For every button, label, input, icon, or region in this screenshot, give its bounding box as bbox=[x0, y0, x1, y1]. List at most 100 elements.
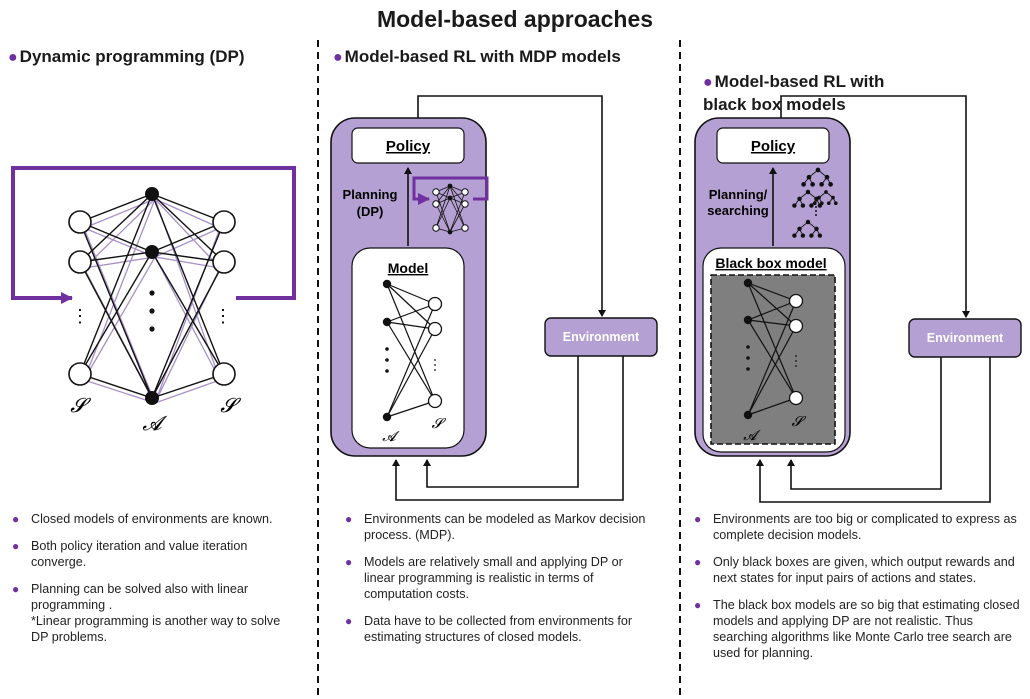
model-action-node bbox=[743, 278, 753, 288]
list-item: ●Closed models of environments are known… bbox=[12, 511, 297, 527]
ellipsis-dot bbox=[149, 326, 155, 332]
ellipsis-dot bbox=[795, 365, 797, 367]
dp-edge bbox=[79, 251, 153, 263]
bullet-dot-icon: ● bbox=[694, 555, 702, 569]
tree-node bbox=[819, 182, 824, 187]
dp-edge bbox=[79, 373, 153, 399]
tree-node bbox=[833, 201, 838, 206]
ellipsis-dot bbox=[746, 367, 750, 371]
model-edge bbox=[747, 397, 797, 416]
list-item: ● Only black boxes are given, which outpu… bbox=[694, 554, 1020, 586]
dp-edge-secondary bbox=[83, 379, 156, 404]
bullet-dot-icon: ● bbox=[345, 614, 353, 628]
dp-edge-secondary bbox=[154, 198, 221, 269]
tree-node bbox=[801, 182, 806, 187]
state-node bbox=[212, 362, 236, 386]
bb-model-label: Black box model bbox=[715, 255, 826, 271]
dp-feedback-loop bbox=[11, 166, 296, 304]
mdp-env-return-line-outer bbox=[392, 356, 624, 501]
model-action-node bbox=[743, 410, 753, 420]
state-node bbox=[212, 210, 236, 234]
mdp-planning-label-1: Planning bbox=[343, 187, 398, 202]
dp-edge-secondary bbox=[83, 227, 156, 258]
bb-planning-label-2: searching bbox=[707, 203, 768, 218]
ellipsis-dot bbox=[815, 206, 817, 208]
bb-env-return-line-inner bbox=[787, 357, 942, 490]
dp-edge bbox=[79, 251, 153, 375]
tree-node bbox=[815, 167, 821, 173]
model-edge bbox=[386, 328, 436, 418]
list-item: ● Data have to be collected from environm… bbox=[345, 613, 655, 645]
mdp-planning-label-2: (DP) bbox=[357, 204, 384, 219]
bullet-dot-icon: ● bbox=[345, 512, 353, 526]
bullet-dot-icon: ● bbox=[694, 598, 702, 612]
tree-node bbox=[817, 233, 823, 238]
column-heading-mdp: ●Model-based RL with MDP models bbox=[333, 46, 621, 69]
state-node bbox=[212, 250, 236, 274]
list-item: ●Models are relatively small and applyin… bbox=[345, 554, 655, 602]
dp-dots-left: ⋮ bbox=[71, 306, 89, 326]
list-item: ●The black box models are so big that es… bbox=[694, 597, 1020, 661]
mdp-env-return-line-inner bbox=[423, 356, 579, 488]
dp-edge bbox=[151, 221, 225, 399]
column-heading-blackbox-text: Model-based RL with black box models bbox=[703, 72, 885, 114]
mini-dp-node bbox=[432, 200, 440, 208]
tree-node bbox=[809, 203, 814, 208]
list-item: ●Planning can be solved also with linear… bbox=[12, 581, 297, 645]
bb-policy-box bbox=[716, 127, 830, 164]
bb-label-a: 𝓐 bbox=[743, 428, 761, 444]
dp-edge bbox=[151, 193, 225, 223]
dp-edge bbox=[151, 251, 225, 263]
tree-node bbox=[814, 226, 819, 232]
dp-bullet-list: ●Closed models of environments are known… bbox=[12, 511, 297, 656]
heading-bullet-icon: ● bbox=[703, 74, 713, 91]
mdp-model-label: Model bbox=[388, 260, 428, 276]
bullet-dot-icon: ● bbox=[12, 539, 20, 553]
model-action-node bbox=[382, 412, 392, 422]
dp-edge bbox=[151, 221, 225, 253]
column-heading-dp: ●Dynamic programming (DP) bbox=[8, 46, 244, 69]
bb-env-return-line-outer bbox=[756, 357, 991, 503]
dp-edge-secondary bbox=[154, 256, 221, 269]
ellipsis-dot bbox=[385, 369, 389, 373]
mini-dp-node bbox=[447, 183, 453, 189]
tree-node bbox=[797, 226, 802, 232]
dp-network-edges bbox=[79, 193, 225, 404]
tree-node bbox=[810, 182, 815, 187]
model-state-node bbox=[427, 296, 443, 312]
model-edge bbox=[747, 325, 797, 416]
bb-environment-box[interactable] bbox=[908, 318, 1022, 358]
dp-edge-secondary bbox=[83, 227, 156, 404]
model-edge bbox=[386, 283, 436, 402]
dp-network-nodes bbox=[68, 187, 236, 405]
bb-policy-label: Policy bbox=[751, 138, 796, 155]
bullet-text: Only black boxes are given, which output… bbox=[713, 555, 1015, 585]
dp-label-a: 𝓐 bbox=[142, 411, 168, 435]
model-action-node bbox=[382, 317, 392, 327]
action-node bbox=[145, 187, 159, 201]
model-edge bbox=[747, 282, 797, 302]
column-heading-dp-text: Dynamic programming (DP) bbox=[19, 47, 245, 66]
tree-node bbox=[805, 219, 811, 225]
bullet-text: Environments are too big or complicated … bbox=[713, 512, 1017, 542]
dp-edge bbox=[79, 193, 153, 223]
ellipsis-dot bbox=[149, 308, 155, 314]
tree-node bbox=[824, 190, 828, 194]
tree-node bbox=[792, 203, 797, 208]
dp-label-s-right: 𝓢 bbox=[220, 393, 241, 417]
model-state-node bbox=[788, 318, 804, 334]
bullet-text: Data have to be collected from environme… bbox=[364, 614, 633, 644]
mini-dp-node bbox=[447, 229, 453, 235]
tree-node bbox=[805, 189, 811, 195]
ellipsis-dot bbox=[434, 369, 436, 371]
model-edge bbox=[747, 300, 797, 321]
dp-network: ⋮ ⋮ 𝓢 𝓐 𝓢 bbox=[11, 166, 296, 435]
model-state-node bbox=[427, 393, 443, 409]
bullet-dot-icon: ● bbox=[12, 582, 20, 596]
action-node bbox=[145, 245, 159, 259]
dp-edge-secondary bbox=[154, 198, 221, 229]
mdp-bullet-list: ●Environments can be modeled as Markov d… bbox=[345, 511, 655, 656]
mdp-environment-box[interactable] bbox=[544, 317, 658, 357]
tree-node bbox=[824, 174, 830, 180]
model-state-node bbox=[788, 390, 804, 406]
